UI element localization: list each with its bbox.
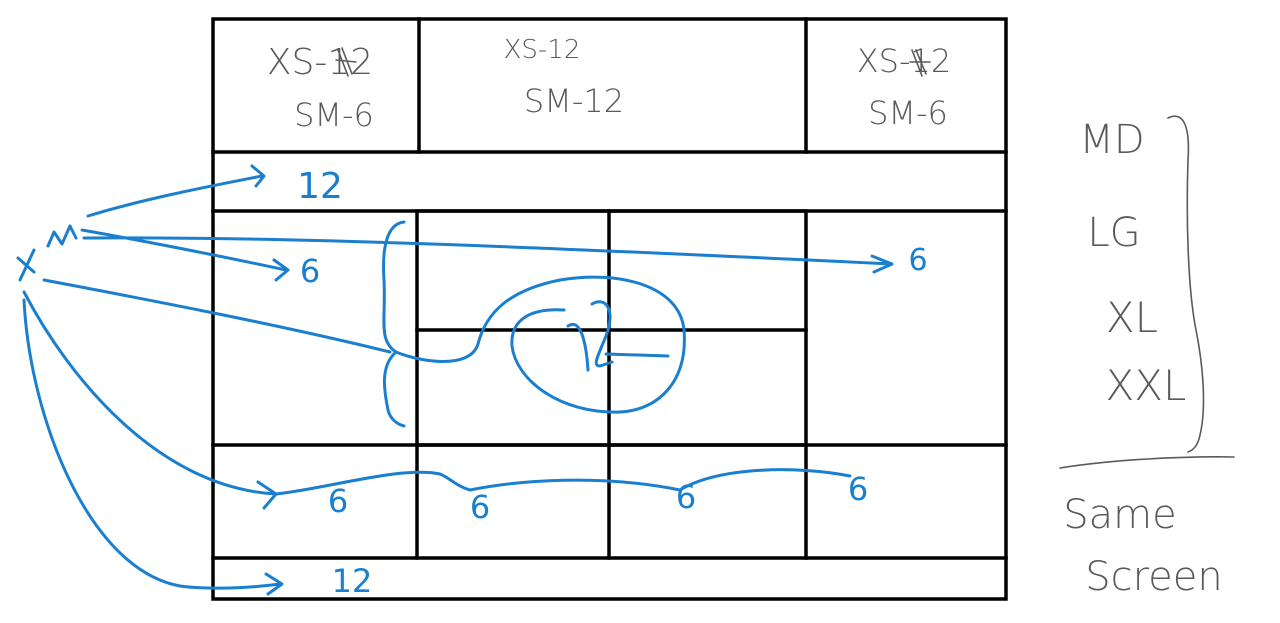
header-cell-3-line1: XS-12: [857, 42, 952, 80]
breakpoint-md: MD: [1079, 117, 1144, 163]
blue-annotations: XM 12 6 6 12 6 6 6 6 12: [16, 164, 928, 600]
arrow-left-col: [80, 228, 290, 282]
xm-scribble: [16, 224, 78, 282]
label-right-col: 6: [908, 243, 927, 278]
outer-frame: [211, 17, 1008, 601]
breakpoint-lg: LG: [1087, 210, 1140, 256]
header-cell-2-line2: SM-12: [524, 82, 624, 120]
bottom-row-chain: [274, 468, 852, 496]
header-cell-2-line1: XS-12: [504, 35, 581, 65]
breakpoint-xxl: XXL: [1106, 361, 1187, 410]
arrow-center: [42, 278, 392, 354]
label-footer: 12: [332, 562, 373, 600]
label-bottom-col-4: 6: [848, 470, 868, 508]
same-screen-line1: Same: [1063, 492, 1176, 538]
header-cell-1-line1: XS-12: [267, 42, 373, 83]
scribble-3: [909, 49, 931, 77]
breakpoints-brace: [1167, 115, 1205, 453]
scribble-1: [335, 47, 357, 77]
center-number-stroke: [566, 300, 670, 372]
label-row1: 12: [297, 166, 343, 207]
grid-wireframe: [211, 17, 1008, 601]
label-left-col: 6: [300, 252, 320, 290]
header-labels: XS-12 SM-6 XS-12 SM-12 XS-12 SM-6: [267, 35, 951, 134]
arrow-bottom-row: [22, 290, 278, 510]
header-cell-3-line2: SM-6: [868, 94, 948, 132]
label-bottom-col-1: 6: [328, 482, 348, 520]
breakpoint-xl: XL: [1106, 293, 1158, 342]
center-swirl: [394, 275, 686, 414]
separator-line: [1059, 456, 1235, 469]
arrow-footer: [22, 298, 284, 596]
label-bottom-col-3: 6: [676, 478, 696, 516]
header-cell-1-line2: SM-6: [294, 96, 374, 134]
arrow-right-col: [82, 236, 894, 274]
same-screen-line2: Screen: [1085, 554, 1223, 600]
label-bottom-col-2: 6: [470, 488, 490, 526]
breakpoints-group: MD LG XL XXL Same Screen: [1059, 115, 1235, 600]
arrow-row1: [86, 164, 266, 218]
center-brace: [382, 220, 406, 428]
